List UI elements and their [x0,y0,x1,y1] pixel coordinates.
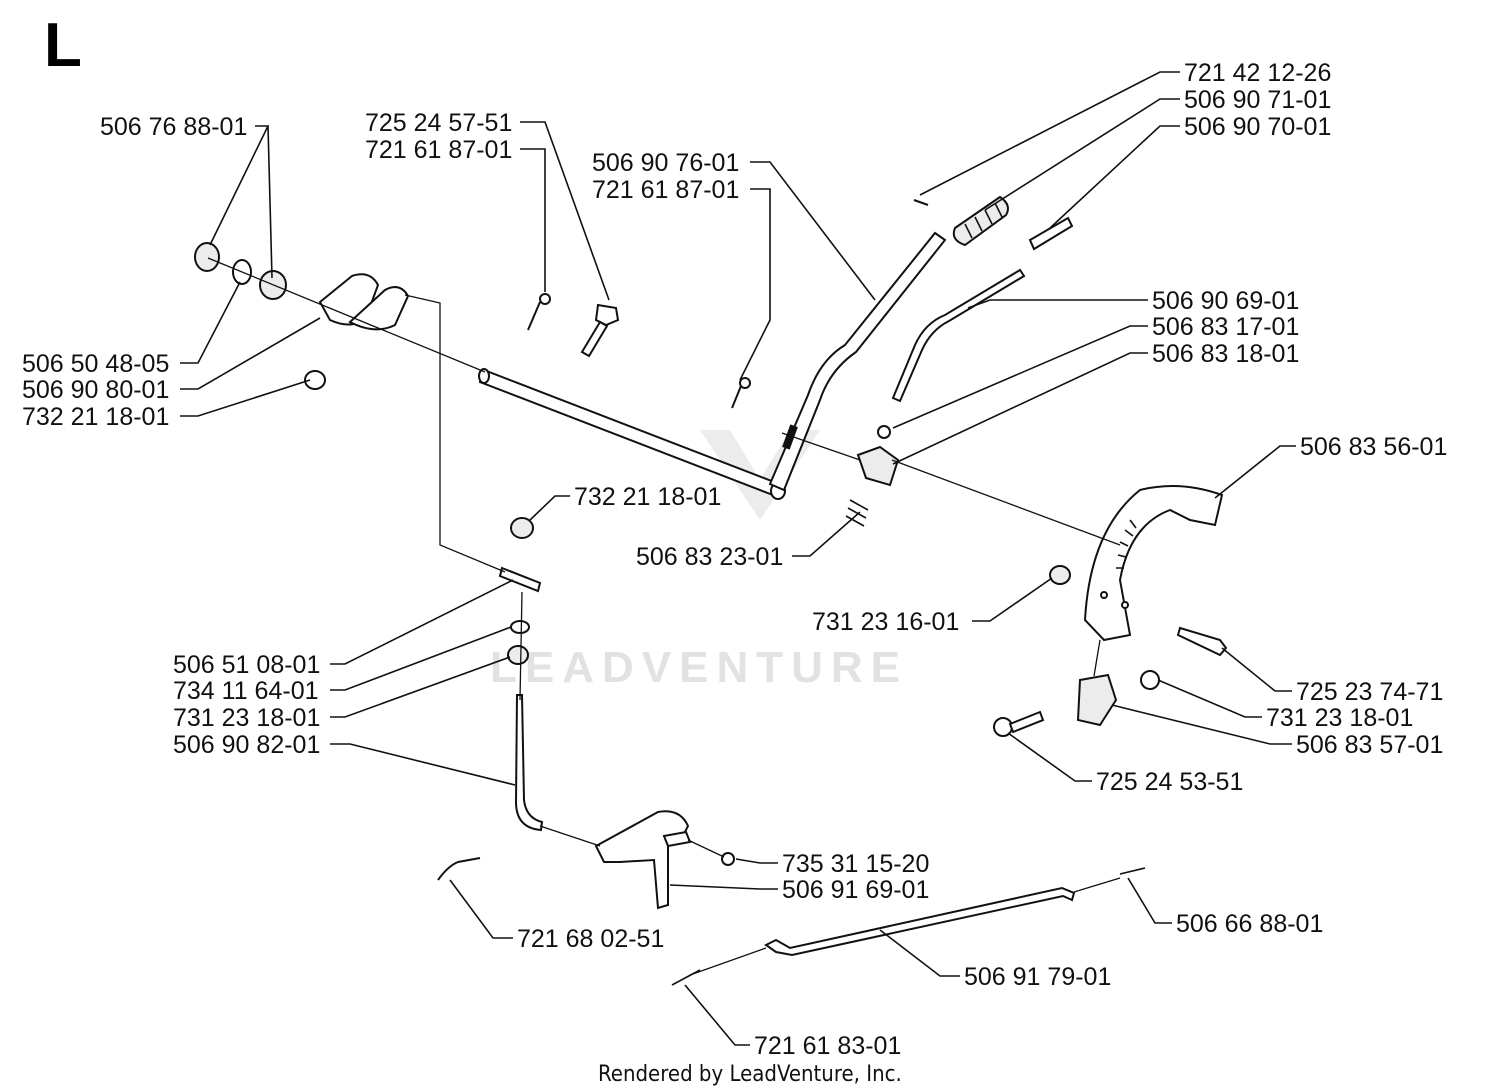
part-label: 725 24 57-51 [365,109,512,137]
part-label: 506 90 76-01 [592,149,739,177]
lever-shaft-drawing [478,231,947,500]
part-label: 721 61 83-01 [754,1032,901,1060]
assembly-lines [207,257,1121,976]
part-label: 721 68 02-51 [517,925,664,953]
section-letter: L [44,11,82,80]
link-rod-drawing [437,517,735,910]
quadrant-sector-drawing [993,485,1228,737]
part-label: 725 23 74-71 [1296,678,1443,706]
part-label: 732 21 18-01 [574,483,721,511]
part-label: 506 83 56-01 [1300,433,1447,461]
part-label: 506 83 17-01 [1152,313,1299,341]
part-label: 506 90 82-01 [173,731,320,759]
part-label: 731 23 18-01 [1266,704,1413,732]
part-label: 731 23 18-01 [173,704,320,732]
part-label: 506 90 70-01 [1184,113,1331,141]
leader-lines [180,71,1296,1046]
bottom-rod-drawing [671,867,1146,986]
handle-grip-drawing [913,195,1074,251]
detent-block-drawing [845,425,900,527]
part-label: 506 83 18-01 [1152,340,1299,368]
part-label: 506 91 79-01 [964,963,1111,991]
part-label: 721 61 87-01 [365,136,512,164]
part-label: 506 90 80-01 [22,376,169,404]
part-label: 725 24 53-51 [1096,768,1243,796]
part-labels: 721 42 12-26 506 90 71-01 506 90 70-01 5… [22,59,1447,1060]
part-label: 731 23 16-01 [812,608,959,636]
part-label: 721 42 12-26 [1184,59,1331,87]
part-label: 506 51 08-01 [173,651,320,679]
part-label: 506 90 69-01 [1152,287,1299,315]
pins-and-bolt-drawing [527,293,751,409]
part-label: 506 76 88-01 [100,113,247,141]
part-label: 506 83 23-01 [636,543,783,571]
pivot-bracket-drawing [194,242,410,390]
part-label: 506 66 88-01 [1176,910,1323,938]
control-rod-drawing [891,268,1026,403]
part-label: 732 21 18-01 [22,403,169,431]
watermark-text: LEADVENTURE [490,643,908,692]
part-label: 721 61 87-01 [592,176,739,204]
part-label: 506 91 69-01 [782,876,929,904]
footer-credit: Rendered by LeadVenture, Inc. [598,1062,902,1087]
part-label: 734 11 64-01 [173,677,319,705]
part-label: 506 50 48-05 [22,350,169,378]
part-label: 506 90 71-01 [1184,86,1331,114]
part-label: 735 31 15-20 [782,850,929,878]
part-label: 506 83 57-01 [1296,731,1443,759]
